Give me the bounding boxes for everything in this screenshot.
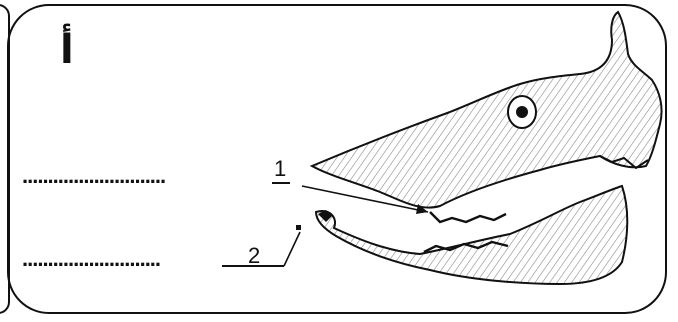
cranium-outline: [312, 12, 662, 208]
leader-line-2: [284, 232, 300, 266]
leader-dot-2: [296, 225, 301, 230]
orbit-inner: [516, 106, 528, 118]
mandible-outline: [316, 186, 627, 284]
upper-teeth: [430, 212, 506, 222]
